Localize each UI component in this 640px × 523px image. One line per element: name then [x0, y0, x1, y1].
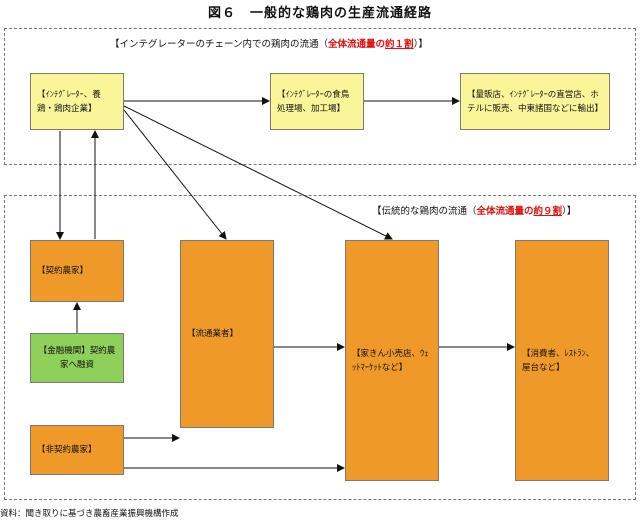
node-consumer: 【消費者、ﾚｽﾄﾗﾝ、屋台など】: [515, 240, 609, 481]
node-financial-institution: 【金融機関】契約農家へ融資: [30, 333, 124, 383]
node-poultry-retail: 【家きん小売店、ｳｪｯﾄﾏｰｹｯﾄなど】: [345, 240, 439, 481]
traditional-distribution-region: [4, 195, 636, 500]
node-integrator-processing: 【ｲﾝﾃｸﾞﾚｰﾀｰの食鳥処理場、加工場】: [270, 73, 364, 130]
node-integrator-farming: 【ｲﾝﾃｸﾞﾚｰﾀｰ、養鶏・鶏肉企業】: [30, 73, 124, 130]
traditional-region-label: 【伝統的な鶏肉の流通（全体流通量の約９割）】: [372, 206, 577, 217]
diagram-title: 図６ 一般的な鶏肉の生産流通経路: [207, 6, 432, 21]
node-distributor: 【流通業者】: [180, 240, 274, 428]
integrator-region-label: 【インテグレーターのチェーン内での鶏肉の流通（全体流通量の約１割）】: [110, 39, 428, 50]
node-contract-farmer: 【契約農家】: [30, 240, 124, 302]
source-caption: 資料：聞き取りに基づき農畜産業振興機構作成: [0, 509, 179, 519]
arrow-integrator-to-poultry-retail: [123, 105, 393, 240]
arrow-integrator-to-distributor: [123, 109, 227, 240]
node-noncontract-farmer: 【非契約農家】: [30, 425, 124, 475]
node-retail-export: 【量販店、ｲﾝﾃｸﾞﾚｰﾀｰの直営店、ホテルに販売、中東諸国などに輸出】: [460, 73, 610, 130]
integrator-chain-region: [4, 28, 636, 165]
